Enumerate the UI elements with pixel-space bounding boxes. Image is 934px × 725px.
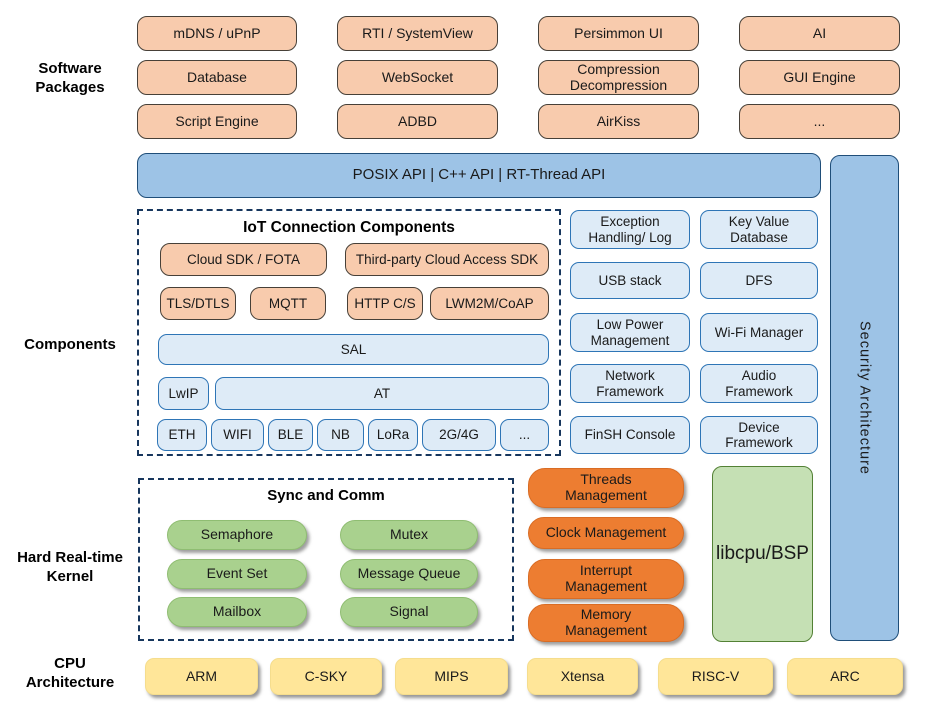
package-more: ... (739, 104, 900, 139)
kernel-mailbox: Mailbox (167, 597, 307, 627)
iot-cloud-sdk-fota: Cloud SDK / FOTA (160, 243, 327, 276)
iot-http-cs: HTTP C/S (347, 287, 423, 320)
phy-eth: ETH (157, 419, 207, 451)
kernel-clock-management: Clock Management (528, 517, 684, 549)
api-bar: POSIX API | C++ API | RT-Thread API (137, 153, 821, 198)
iot-at: AT (215, 377, 549, 410)
component-finsh-console: FinSH Console (570, 416, 690, 454)
package-script-engine: Script Engine (137, 104, 297, 139)
phy-wifi: WIFI (211, 419, 264, 451)
kernel-memory-management: Memory Management (528, 604, 684, 642)
phy-nb: NB (317, 419, 364, 451)
phy-lora: LoRa (368, 419, 418, 451)
cpu-riscv: RISC-V (658, 658, 773, 695)
package-database: Database (137, 60, 297, 95)
iot-connection-components-group: IoT Connection Components Cloud SDK / FO… (137, 209, 561, 456)
sync-and-comm-group: Sync and Comm Semaphore Mutex Event Set … (138, 478, 514, 641)
iot-tls-dtls: TLS/DTLS (160, 287, 236, 320)
cpu-arc: ARC (787, 658, 903, 695)
cpu-arm: ARM (145, 658, 258, 695)
package-adbd: ADBD (337, 104, 498, 139)
kernel-message-queue: Message Queue (340, 559, 478, 589)
package-compression: Compression Decompression (538, 60, 699, 95)
iot-lwm2m-coap: LWM2M/CoAP (430, 287, 549, 320)
kernel-mutex: Mutex (340, 520, 478, 550)
component-low-power-management: Low Power Management (570, 313, 690, 352)
cpu-csky: C-SKY (270, 658, 382, 695)
kernel-interrupt-management: Interrupt Management (528, 559, 684, 599)
iot-phy-row: ETH WIFI BLE NB LoRa 2G/4G ... (157, 419, 549, 451)
package-mdns-upnp: mDNS / uPnP (137, 16, 297, 51)
component-wifi-manager: Wi-Fi Manager (700, 313, 818, 352)
kernel-signal: Signal (340, 597, 478, 627)
label-software-packages: Software Packages (35, 60, 105, 96)
kernel-semaphore: Semaphore (167, 520, 307, 550)
iot-mqtt: MQTT (250, 287, 326, 320)
package-rti-systemview: RTI / SystemView (337, 16, 498, 51)
package-ai: AI (739, 16, 900, 51)
component-network-framework: Network Framework (570, 364, 690, 403)
component-device-framework: Device Framework (700, 416, 818, 454)
component-exception-handling-log: Exception Handling/ Log (570, 210, 690, 249)
phy-ble: BLE (268, 419, 313, 451)
phy-more: ... (500, 419, 549, 451)
package-airkiss: AirKiss (538, 104, 699, 139)
cpu-mips: MIPS (395, 658, 508, 695)
kernel-threads-management: Threads Management (528, 468, 684, 508)
label-kernel: Hard Real-time Kernel (17, 549, 123, 585)
cpu-xtensa: Xtensa (527, 658, 638, 695)
package-persimmon-ui: Persimmon UI (538, 16, 699, 51)
iot-sal: SAL (158, 334, 549, 365)
iot-lwip: LwIP (158, 377, 209, 410)
package-websocket: WebSocket (337, 60, 498, 95)
software-packages-group: mDNS / uPnP RTI / SystemView Persimmon U… (137, 16, 900, 139)
component-key-value-database: Key Value Database (700, 210, 818, 249)
phy-2g4g: 2G/4G (422, 419, 496, 451)
label-cpu-architecture: CPU Architecture (25, 655, 115, 691)
label-components: Components (24, 336, 116, 353)
component-dfs: DFS (700, 262, 818, 299)
security-architecture-bar: Security Architecture (830, 155, 899, 641)
sync-group-title: Sync and Comm (267, 487, 385, 504)
component-audio-framework: Audio Framework (700, 364, 818, 403)
component-usb-stack: USB stack (570, 262, 690, 299)
iot-third-party-cloud-sdk: Third-party Cloud Access SDK (345, 243, 549, 276)
kernel-event-set: Event Set (167, 559, 307, 589)
package-gui-engine: GUI Engine (739, 60, 900, 95)
kernel-libcpu-bsp: libcpu/BSP (712, 466, 813, 642)
iot-group-title: IoT Connection Components (243, 219, 455, 236)
